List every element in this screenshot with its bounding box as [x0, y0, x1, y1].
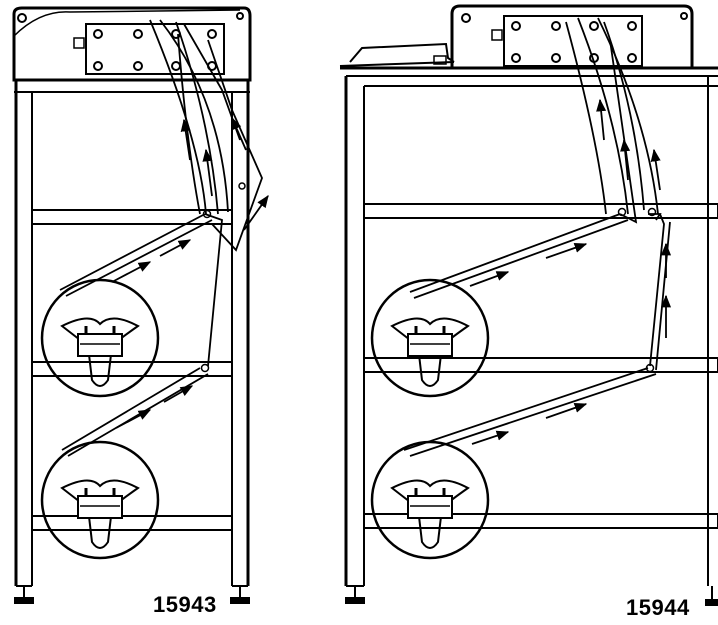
- arrow-icon: [111, 116, 269, 429]
- roller-right: [617, 207, 657, 373]
- figure-number-right: 15944: [626, 595, 690, 620]
- arrow-icon: [469, 98, 672, 445]
- shelves-right: [363, 203, 718, 529]
- figure-number-left: 15943: [153, 592, 217, 617]
- frame-legs-left: [14, 80, 250, 587]
- head-unit-right: [450, 4, 694, 68]
- frame-legs-right: [344, 76, 709, 587]
- figure-right: [339, 4, 718, 606]
- head-unit-left: [12, 6, 252, 82]
- roller-left: [200, 182, 246, 373]
- shelves-left: [31, 209, 233, 531]
- figure-left: [12, 6, 269, 604]
- tray-right: [339, 42, 455, 67]
- paper-roll-upper-left: [40, 278, 160, 398]
- leveling-foot-icon: [345, 586, 718, 606]
- paper-roll-upper-right: [370, 278, 490, 398]
- web-path-right: [403, 17, 671, 457]
- bolt-icon: [461, 12, 688, 63]
- paper-roll-lower-right: [370, 440, 490, 560]
- leveling-foot-icon: [14, 586, 250, 604]
- paper-roll-lower-left: [40, 440, 160, 560]
